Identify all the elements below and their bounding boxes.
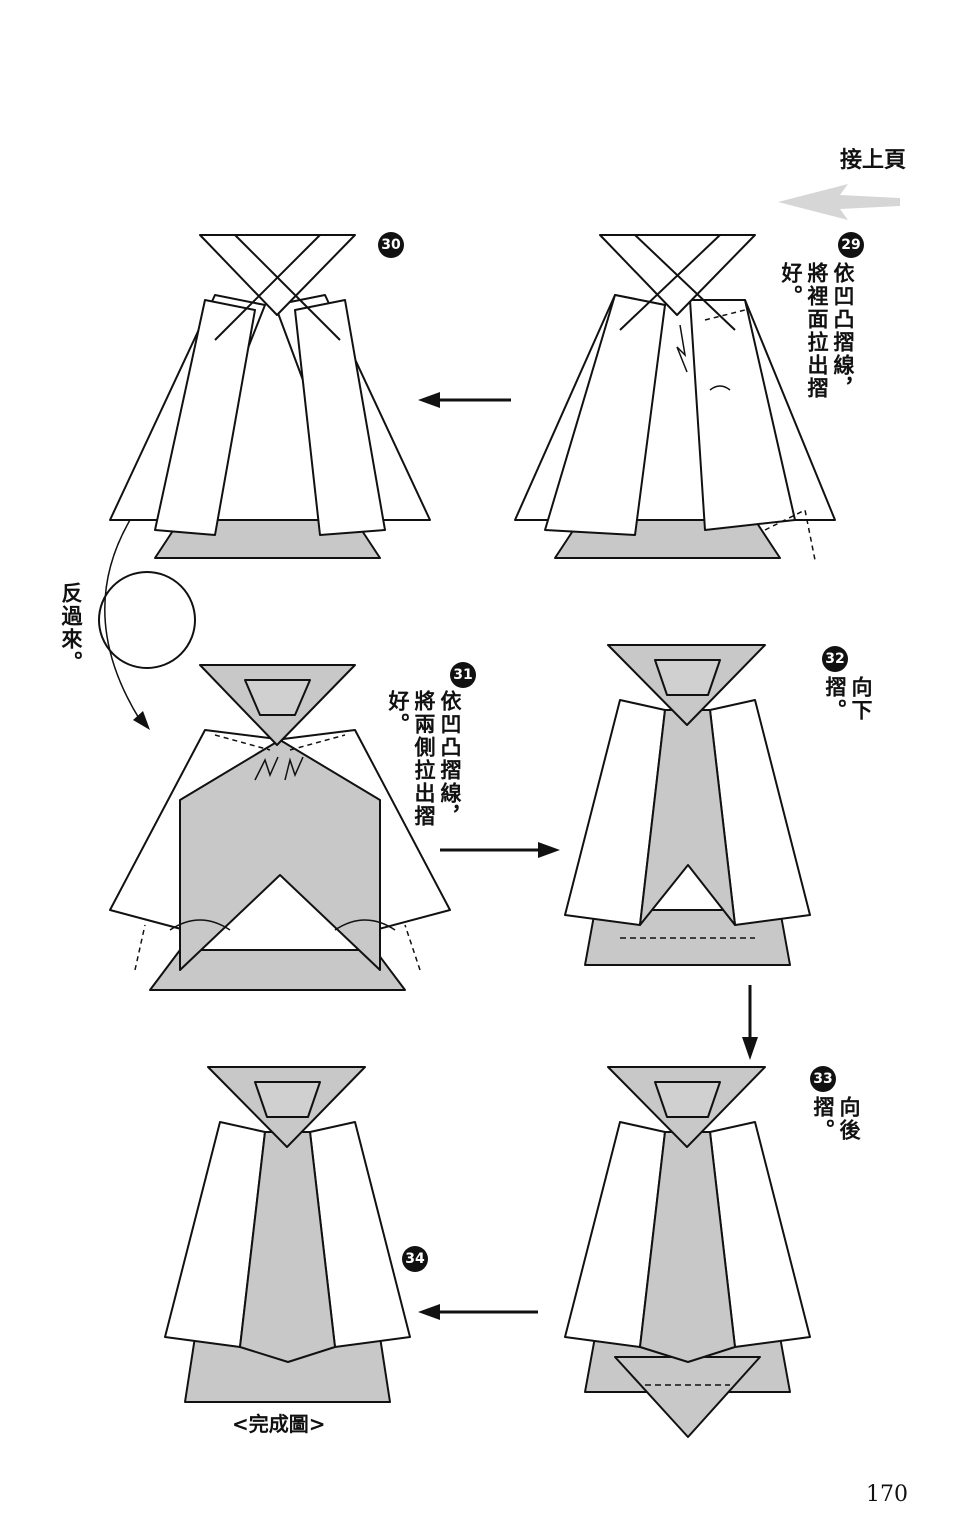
step-33-figure: [564, 1066, 811, 1438]
arrow-left-icon: [418, 1304, 538, 1320]
continued-label: 接上頁: [840, 148, 907, 173]
finished-label: <完成圖>: [232, 1412, 326, 1436]
step-30-number: 30: [378, 232, 404, 258]
step-29-number: 29: [838, 232, 864, 258]
arrow-down-icon: [742, 985, 758, 1060]
step-34-number: 34: [402, 1246, 428, 1272]
arrow-right-icon: [440, 842, 560, 858]
flip-over-icon: [98, 519, 196, 730]
page-number: 170: [866, 1482, 908, 1507]
step-29-figure: [514, 234, 836, 561]
step-32-number: 32: [822, 646, 848, 672]
step-31-number: 31: [450, 662, 476, 688]
continued-arrow-icon: [778, 184, 900, 220]
step-32-figure: [564, 644, 811, 966]
step-33-text: 向後摺。: [811, 1096, 861, 1142]
step-32-text: 向下摺。: [823, 676, 873, 722]
arrow-left-icon: [418, 392, 511, 408]
step-29-text: 依凹凸摺線，將裡面拉出摺好。: [779, 262, 855, 400]
step-34-figure: [164, 1066, 411, 1403]
step-33-number: 33: [810, 1066, 836, 1092]
flip-note: 反過來。: [59, 582, 83, 674]
step-30-figure: [109, 234, 431, 559]
step-31-figure: [109, 664, 451, 991]
step-31-text: 依凹凸摺線，將兩側拉出摺好。: [386, 690, 462, 828]
